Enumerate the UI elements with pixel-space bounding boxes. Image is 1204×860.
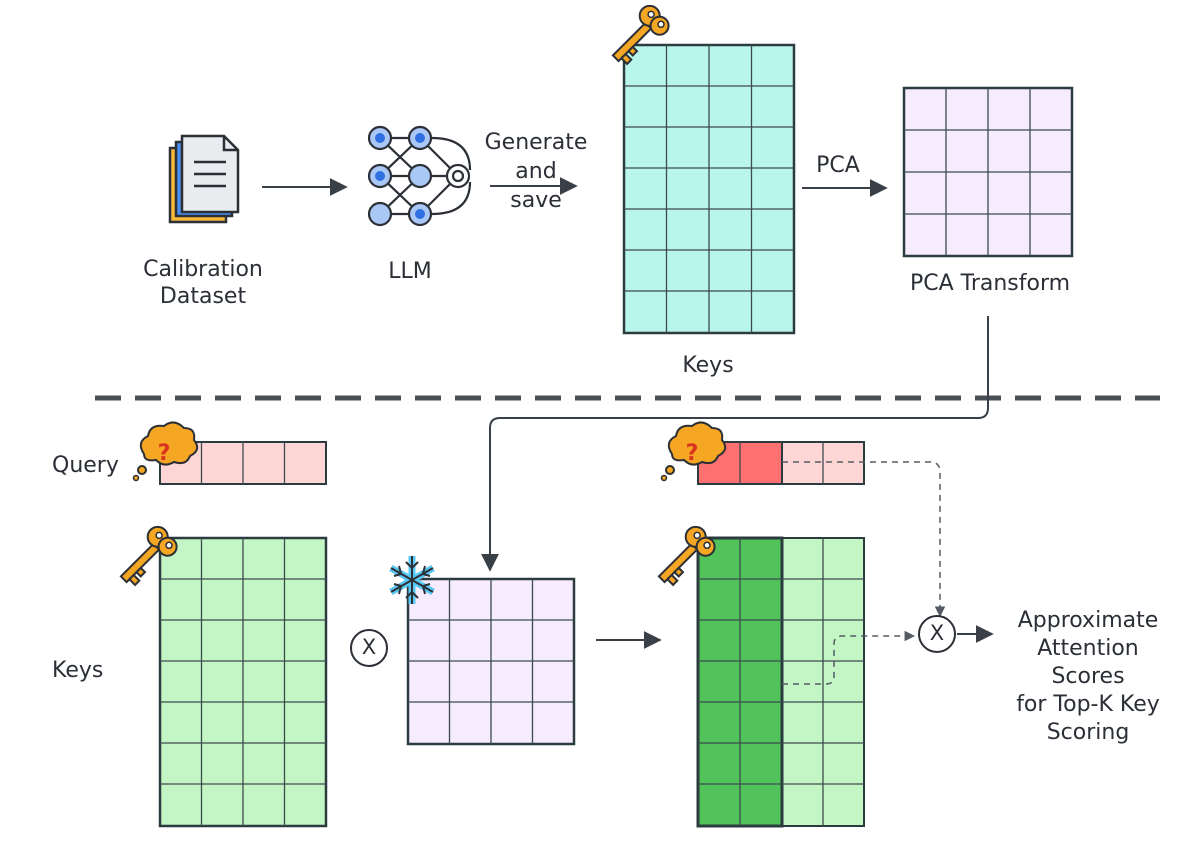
svg-text:?: ?	[158, 441, 171, 466]
keys-matrix-bottom	[158, 536, 328, 828]
pca-transform-label: PCA Transform	[909, 271, 1071, 296]
pca-transform-matrix	[902, 86, 1074, 258]
multiply-operator-1	[350, 629, 388, 667]
keys-label-bottom: Keys	[52, 658, 104, 683]
keys-matrix-top	[622, 43, 796, 335]
snowflake-icon	[389, 556, 435, 604]
thought-bubble-question-icon: ?	[660, 421, 727, 482]
multiply-operator-2	[918, 615, 956, 653]
calibration-dataset-label: Calibration Dataset	[143, 257, 263, 309]
projected-keys-matrix	[696, 536, 865, 828]
dashed-query-to-multiply	[782, 461, 946, 618]
neural-network-icon	[367, 125, 472, 227]
frozen-pca-matrix	[406, 577, 576, 746]
thought-bubble-question-icon: ?	[132, 421, 199, 482]
key-icon	[611, 4, 670, 66]
pca-arrow-label: PCA	[816, 153, 860, 178]
key-icon	[119, 525, 178, 587]
svg-text:?: ?	[686, 441, 699, 466]
key-icon	[657, 525, 716, 587]
arrow-pca-to-frozen-matrix	[481, 316, 989, 572]
query-label: Query	[52, 453, 119, 478]
generate-and-save-label: Generate and save	[484, 130, 588, 213]
multiply-symbol-label: X	[361, 635, 377, 659]
multiply-symbol-label: X	[929, 621, 945, 645]
document-stack-icon	[168, 134, 240, 224]
dashed-keys-to-multiply	[782, 630, 916, 685]
approximate-attention-scores-label: Approximate Attention Scores for Top-K K…	[1016, 608, 1160, 745]
llm-label: LLM	[388, 259, 432, 284]
keys-label-top: Keys	[682, 353, 734, 378]
